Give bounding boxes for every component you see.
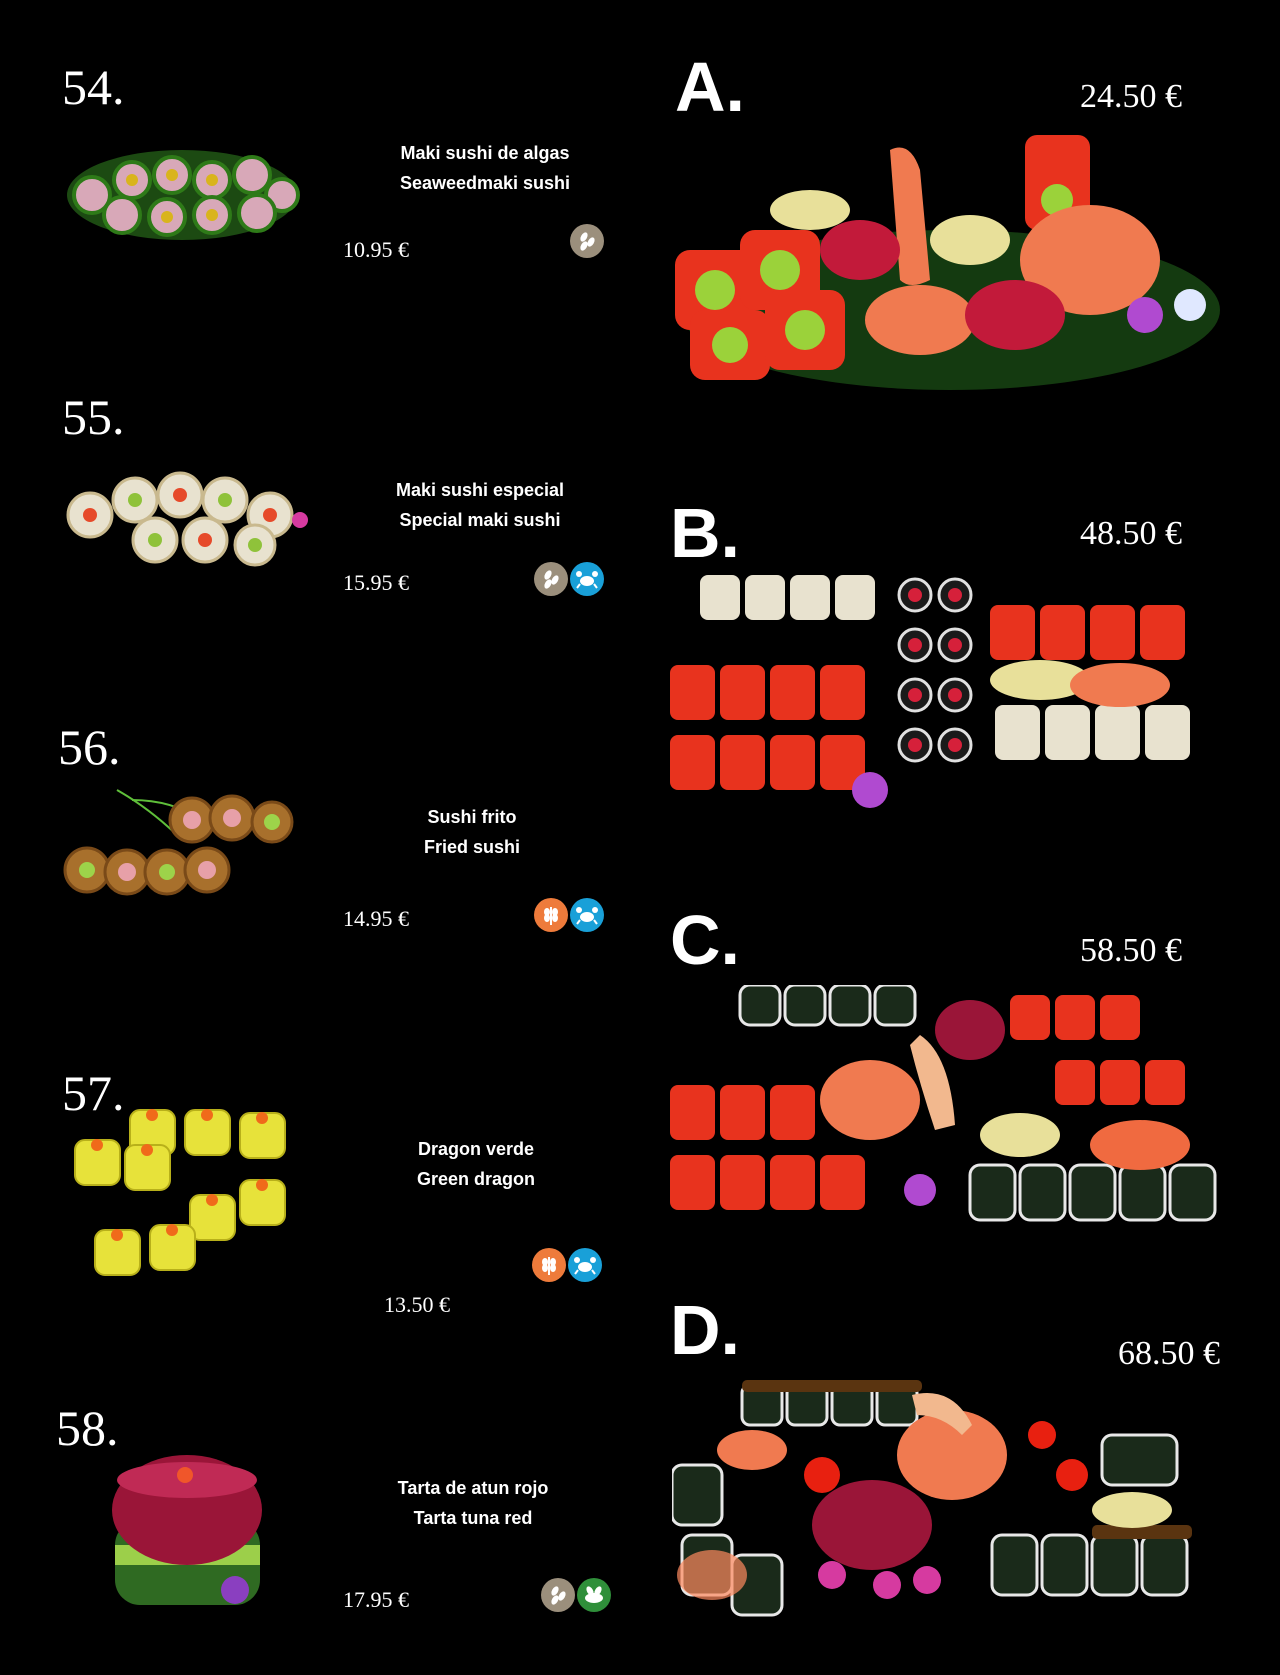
sesame-icon xyxy=(541,1578,575,1612)
item-56-number: 56. xyxy=(58,719,121,775)
item-57-photo xyxy=(70,1105,295,1290)
gluten-icon xyxy=(532,1248,566,1282)
set-c-platter-image xyxy=(670,985,1217,1222)
item-57-name-es: Dragon verde xyxy=(417,1139,535,1159)
item-54-name-es: Maki sushi de algas xyxy=(400,143,570,163)
item-54-name: Maki sushi de algas Seaweedmaki sushi xyxy=(355,138,615,198)
item-55-price: 15.95 € xyxy=(343,570,409,595)
item-55-allergens xyxy=(534,562,604,596)
item-56-allergens xyxy=(534,898,604,932)
special-maki-image xyxy=(66,471,308,567)
item-58-name-es: Tarta de atun rojo xyxy=(397,1478,549,1498)
item-57-allergens xyxy=(532,1248,602,1282)
item-56-photo xyxy=(62,780,302,930)
crustacean-icon xyxy=(570,898,604,932)
green-dragon-image xyxy=(74,1109,286,1276)
set-a-letter: A. xyxy=(675,48,745,126)
set-b-photo xyxy=(670,575,1215,825)
crustacean-icon xyxy=(568,1248,602,1282)
set-b-price: 48.50 € xyxy=(1080,515,1182,552)
item-57-name: Dragon verde Green dragon xyxy=(346,1134,606,1194)
item-57-name-en: Green dragon xyxy=(416,1169,536,1189)
item-54-photo xyxy=(62,125,302,265)
fried-sushi-image xyxy=(63,789,294,896)
item-56-price: 14.95 € xyxy=(343,906,409,931)
item-55-name-en: Special maki sushi xyxy=(399,510,561,530)
item-56-name-es: Sushi frito xyxy=(427,807,517,827)
sesame-icon xyxy=(570,224,604,258)
set-c-photo xyxy=(670,985,1220,1235)
set-b-platter-image xyxy=(670,575,1190,808)
item-54-name-en: Seaweedmaki sushi xyxy=(399,173,571,193)
set-a-photo xyxy=(670,130,1230,395)
item-55-name: Maki sushi especial Special maki sushi xyxy=(350,475,610,535)
item-58-photo xyxy=(105,1450,275,1615)
set-a-price: 24.50 € xyxy=(1080,78,1182,115)
item-56-name-en: Fried sushi xyxy=(423,837,521,857)
gluten-icon xyxy=(534,898,568,932)
item-58-name: Tarta de atun rojo Tarta tuna red xyxy=(343,1473,603,1533)
sesame-icon xyxy=(534,562,568,596)
item-55-number: 55. xyxy=(62,389,125,445)
item-55-name-es: Maki sushi especial xyxy=(395,480,565,500)
set-d-photo xyxy=(672,1375,1217,1620)
item-58-number: 58. xyxy=(56,1400,119,1456)
set-a-platter-image xyxy=(675,135,1220,390)
item-56-name: Sushi frito Fried sushi xyxy=(342,802,602,862)
crustacean-icon xyxy=(570,562,604,596)
item-58-name-en: Tarta tuna red xyxy=(413,1508,533,1528)
set-c-price: 58.50 € xyxy=(1080,932,1182,969)
item-54-price: 10.95 € xyxy=(343,237,409,262)
item-58-allergens xyxy=(541,1578,611,1612)
item-57-number: 57. xyxy=(62,1065,125,1121)
seaweed-maki-image xyxy=(67,150,300,240)
set-d-price: 68.50 € xyxy=(1118,1335,1220,1372)
item-57-price: 13.50 € xyxy=(384,1292,450,1317)
item-54-number: 54. xyxy=(62,59,125,115)
item-58-price: 17.95 € xyxy=(343,1587,409,1612)
tuna-tart-image xyxy=(112,1455,262,1605)
vegetable-icon xyxy=(577,1578,611,1612)
set-b-letter: B. xyxy=(670,494,740,572)
set-d-platter-image xyxy=(672,1380,1192,1617)
item-55-photo xyxy=(60,460,310,580)
set-c-letter: C. xyxy=(670,901,740,979)
item-54-allergens xyxy=(570,224,604,258)
set-d-letter: D. xyxy=(670,1291,740,1369)
